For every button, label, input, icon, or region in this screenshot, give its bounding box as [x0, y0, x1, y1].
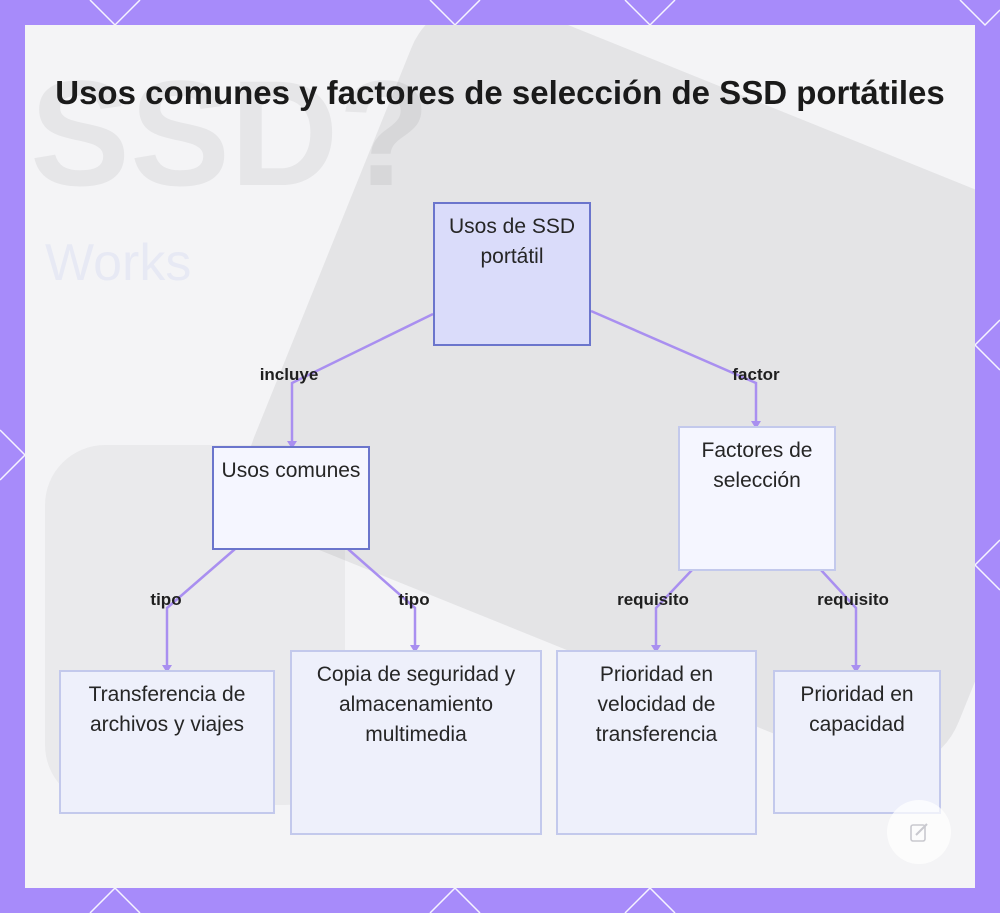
node-prioridad-velocidad: Prioridad en velocidad de transferencia [556, 650, 757, 835]
connector-factor [590, 309, 758, 425]
node-root-usos-ssd-portatil: Usos de SSD portátil [433, 202, 591, 346]
edit-pen-icon-glyph [910, 823, 928, 842]
edit-pen-icon[interactable] [887, 800, 951, 864]
edge-label-requisito-2: requisito [817, 590, 889, 609]
node-copia-seguridad: Copia de seguridad y almacenamiento mult… [290, 650, 542, 835]
node-usos-comunes: Usos comunes [212, 446, 370, 550]
page-title: Usos comunes y factores de selección de … [55, 74, 945, 111]
edge-label-factor: factor [732, 365, 780, 384]
node-factores-seleccion: Factores de selección [678, 426, 836, 571]
connector-incluye [290, 312, 434, 445]
background-ghost-big-text: SSD? [30, 49, 430, 217]
connector-requisito-1 [654, 569, 693, 649]
edge-label-tipo-2: tipo [398, 590, 430, 609]
node-prioridad-capacidad: Prioridad en capacidad [773, 670, 941, 814]
connector-tipo-1 [165, 548, 236, 669]
edge-label-requisito-1: requisito [617, 590, 689, 609]
connector-requisito-2 [820, 569, 858, 669]
background-ghost-small-text: Works [45, 234, 191, 292]
diagram-panel: SSD? Works Usos comunes y factores de se… [25, 25, 975, 888]
edge-label-incluye: incluye [259, 365, 319, 384]
background-ghost-image: SSD? Works [30, 25, 975, 805]
connector-lines [162, 309, 861, 673]
node-transferencia-archivos: Transferencia de archivos y viajes [59, 670, 275, 814]
edge-label-tipo-1: tipo [150, 590, 182, 609]
connector-tipo-2 [347, 548, 417, 649]
